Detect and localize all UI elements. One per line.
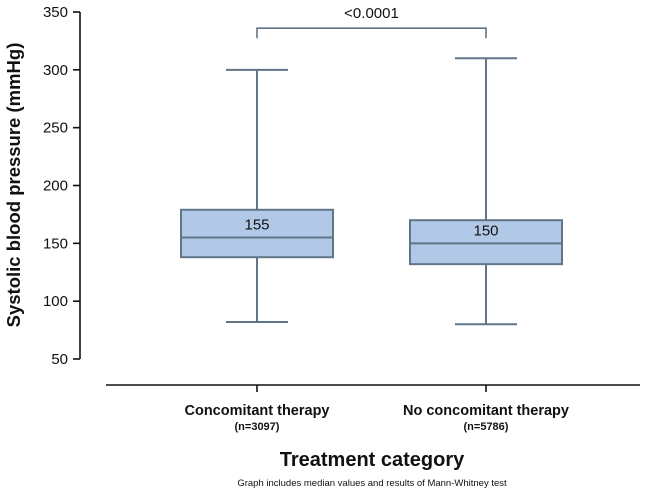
y-tick-label: 50 [51,351,68,368]
y-tick-label: 350 [43,4,68,21]
x-axis: Concomitant therapy (n=3097) No concomitan… [106,384,640,433]
y-axis: 50 100 150 200 250 300 350 [43,4,81,368]
box-group: 155 [180,68,334,323]
y-tick-label: 200 [43,178,68,195]
y-tick-label: 300 [43,62,68,79]
significance-annotation: <0.0001 [256,5,487,39]
significance-bracket [256,27,487,39]
median-value-label: 155 [244,217,269,234]
x-category-label: Concomitant therapy [184,403,329,419]
x-axis-title: Treatment category [280,449,465,471]
interquartile-box [180,208,334,259]
y-axis-title: Systolic blood pressure (mmHg) [3,43,24,328]
x-category-sample-size: (n=3097) [235,421,280,433]
box-plot-series: 155 150 [180,57,563,326]
median-value-label: 150 [473,222,498,239]
y-tick-label: 100 [43,293,68,310]
interquartile-box [409,219,563,266]
x-category-sample-size: (n=5786) [464,421,509,433]
box-group: 150 [409,57,563,326]
y-tick-label: 250 [43,120,68,137]
x-category-label: No concomitant therapy [403,403,569,419]
footnote: Graph includes median values and results… [237,478,507,489]
p-value-label: <0.0001 [344,5,399,22]
y-tick-label: 150 [43,235,68,252]
